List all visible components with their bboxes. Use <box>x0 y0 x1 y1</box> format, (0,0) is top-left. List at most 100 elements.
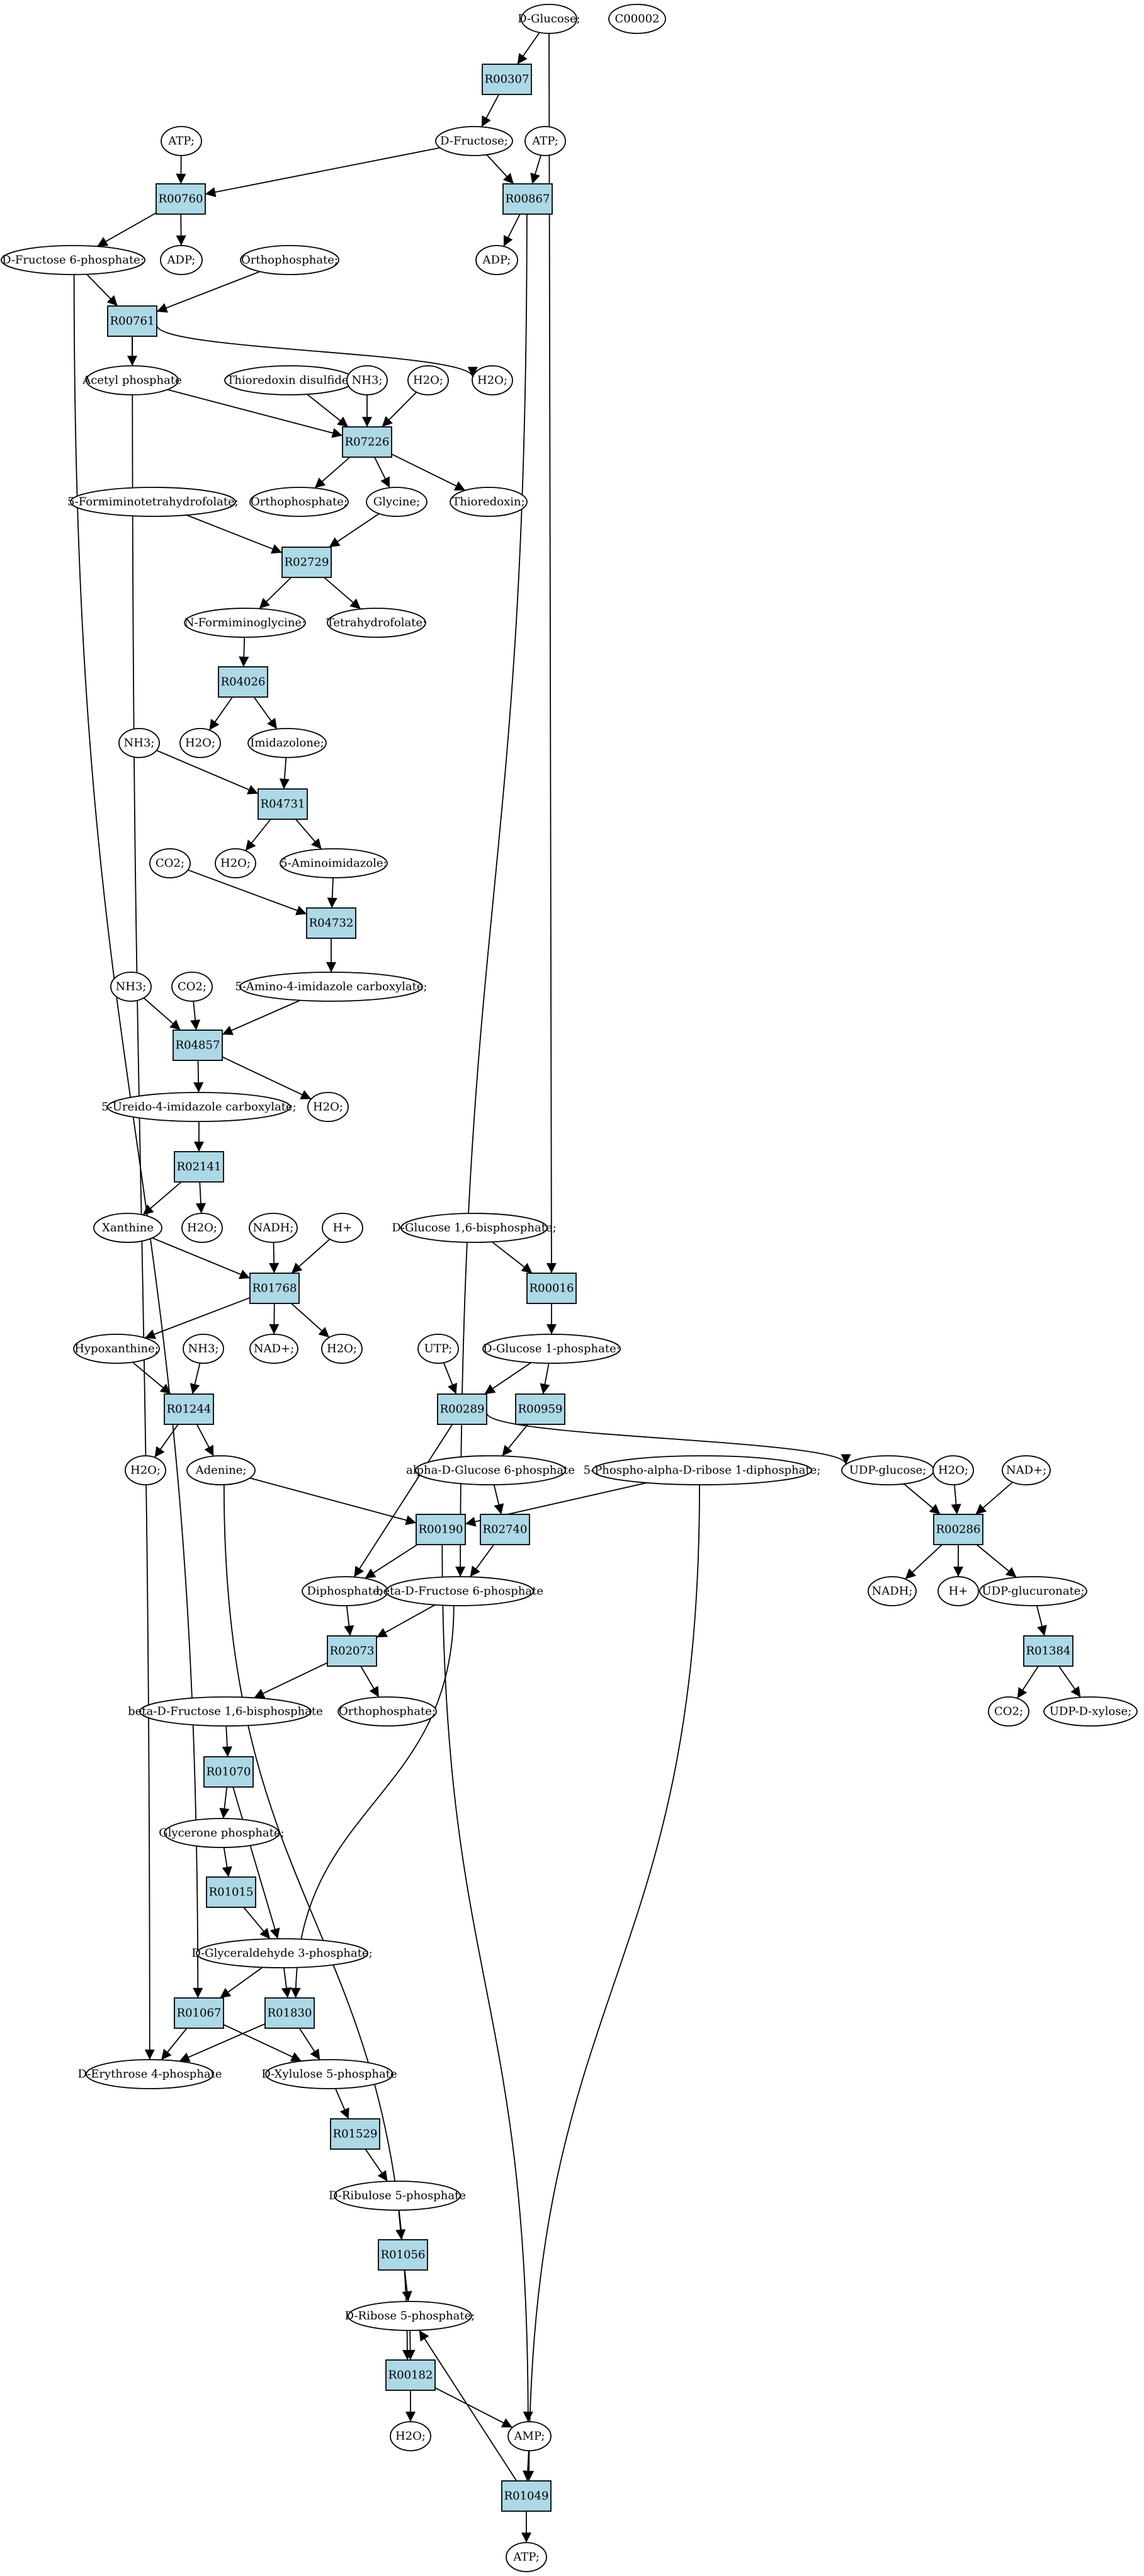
compound-node-c_h2o6[interactable]: H2O; <box>181 1213 223 1243</box>
reaction-node-r_r04731[interactable]: R04731 <box>258 788 308 820</box>
compound-node-c_5fthf[interactable]: 5-Formiminotetrahydrofolate; <box>67 487 239 517</box>
compound-node-c_r5p[interactable]: D-Ribose 5-phosphate; <box>345 2301 475 2331</box>
compound-node-c_5aminoimid[interactable]: 5-Aminoimidazole; <box>280 848 388 878</box>
compound-node-c_co2_3[interactable]: CO2; <box>988 1696 1029 1727</box>
compound-node-c_glyceronep[interactable]: Glycerone phosphate; <box>159 1818 285 1848</box>
compound-node-c_nadh1[interactable]: NADH; <box>249 1213 298 1243</box>
compound-node-c_e4p[interactable]: D-Erythrose 4-phosphate <box>77 2059 222 2089</box>
reaction-node-r_r00289[interactable]: R00289 <box>437 1393 487 1425</box>
reaction-node-r_r02141[interactable]: R02141 <box>174 1151 224 1183</box>
compound-node-c_hplus2[interactable]: H+ <box>937 1576 979 1606</box>
reaction-node-r_r00761[interactable]: R00761 <box>107 305 157 337</box>
compound-node-c_co2_2[interactable]: CO2; <box>171 972 213 1002</box>
reaction-node-r_r04732[interactable]: R04732 <box>306 907 356 939</box>
compound-node-c_co2_1[interactable]: CO2; <box>149 848 191 878</box>
reaction-node-r_r04026[interactable]: R04026 <box>218 666 268 698</box>
compound-node-c_xanthine[interactable]: Xanthine <box>93 1213 162 1243</box>
compound-node-c_h2o7[interactable]: H2O; <box>321 1334 363 1364</box>
compound-node-c_imidazolone[interactable]: Imidazolone; <box>247 728 327 758</box>
compound-node-c_g3p[interactable]: D-Glyceraldehyde 3-phosphate; <box>191 1938 373 1968</box>
compound-node-c_ru5p[interactable]: D-Ribulose 5-phosphate <box>329 2181 466 2211</box>
reaction-node-r_r02073[interactable]: R02073 <box>327 1635 377 1667</box>
node-label: NADH; <box>872 1585 913 1598</box>
compound-node-c_atp1[interactable]: ATP; <box>161 126 202 156</box>
compound-node-c_nh3_3[interactable]: NH3; <box>110 972 152 1002</box>
reaction-node-r_r00959[interactable]: R00959 <box>515 1393 565 1425</box>
compound-node-c_nadplus1[interactable]: NAD+; <box>249 1334 298 1364</box>
compound-node-c_nadplus2[interactable]: NAD+; <box>1002 1455 1051 1485</box>
reaction-node-r_r01244[interactable]: R01244 <box>164 1393 214 1425</box>
compound-node-c_h2o8[interactable]: H2O; <box>125 1455 166 1485</box>
compound-node-c_dglucose[interactable]: D-Glucose; <box>518 4 580 34</box>
compound-node-c_5u4icarb[interactable]: 5-Ureido-4-imidazole carboxylate; <box>101 1092 297 1122</box>
compound-node-c_ortho3[interactable]: Orthophosphate; <box>337 1696 437 1727</box>
reaction-node-r_r01015[interactable]: R01015 <box>206 1876 256 1908</box>
compound-node-c_nh3_4[interactable]: NH3; <box>183 1334 224 1364</box>
reaction-node-r_r00016[interactable]: R00016 <box>526 1273 577 1304</box>
compound-node-c_amp[interactable]: AMP; <box>507 2421 552 2451</box>
compound-node-c_glycine[interactable]: Glycine; <box>366 487 428 517</box>
compound-node-c_dfructose[interactable]: D-Fructose; <box>435 126 513 156</box>
compound-node-c_h2o9[interactable]: H2O; <box>932 1455 974 1485</box>
compound-node-c_h2o10[interactable]: H2O; <box>390 2421 431 2451</box>
reaction-node-r_r04857[interactable]: R04857 <box>173 1030 223 1061</box>
reaction-node-r_r01070[interactable]: R01070 <box>203 1756 254 1788</box>
compound-node-c_c00002[interactable]: C00002 <box>608 4 666 34</box>
compound-node-c_udpglucose[interactable]: UDP-glucose; <box>841 1455 934 1485</box>
compound-node-c_ortho2[interactable]: Orthophosphate; <box>249 487 349 517</box>
compound-node-c_g1p[interactable]: D-Glucose 1-phosphate; <box>482 1334 621 1364</box>
compound-node-c_hypoxanthine[interactable]: Hypoxanthine; <box>73 1334 160 1364</box>
reaction-node-r_r00286[interactable]: R00286 <box>933 1514 983 1545</box>
compound-node-c_nformgly[interactable]: N-Formiminoglycine; <box>184 608 306 638</box>
compound-node-c_atp3[interactable]: ATP; <box>506 2542 547 2572</box>
compound-node-c_atp2[interactable]: ATP; <box>524 126 566 156</box>
reaction-node-r_r00190[interactable]: R00190 <box>416 1514 466 1545</box>
reaction-node-r_r01067[interactable]: R01067 <box>174 1997 224 2029</box>
edge-c_g1p-to-r_r00289 <box>484 1362 532 1395</box>
compound-node-c_acetylp[interactable]: Acetyl phosphate <box>82 365 182 395</box>
compound-node-c_thf[interactable]: Tetrahydrofolate; <box>327 608 427 638</box>
compound-node-c_h2o4[interactable]: H2O; <box>215 848 256 878</box>
compound-node-c_adp2[interactable]: ADP; <box>475 245 518 275</box>
compound-node-c_h2o3[interactable]: H2O; <box>179 728 221 758</box>
compound-node-c_prpp[interactable]: 5-Phospho-alpha-D-ribose 1-diphosphate; <box>584 1455 821 1485</box>
reaction-node-r_r07226[interactable]: R07226 <box>342 426 392 458</box>
reaction-node-r_r01529[interactable]: R01529 <box>330 2118 380 2150</box>
reaction-node-r_r00867[interactable]: R00867 <box>502 183 553 215</box>
compound-node-c_bf6p[interactable]: beta-D-Fructose 6-phosphate <box>376 1576 543 1606</box>
compound-node-c_udpglucuronate[interactable]: UDP-glucuronate; <box>979 1576 1087 1606</box>
compound-node-c_thioredoxin[interactable]: Thioredoxin; <box>450 487 528 517</box>
compound-node-c_adp1[interactable]: ADP; <box>160 245 203 275</box>
reaction-node-r_r01056[interactable]: R01056 <box>378 2239 428 2271</box>
reaction-node-r_r01768[interactable]: R01768 <box>249 1273 300 1304</box>
compound-node-c_nh3_2[interactable]: NH3; <box>118 728 160 758</box>
reaction-box <box>107 305 157 337</box>
compound-node-c_adenine[interactable]: Adenine; <box>186 1455 256 1485</box>
compound-node-c_diphosphate[interactable]: Diphosphate; <box>302 1576 388 1606</box>
compound-node-c_5a4icarb[interactable]: 5-Amino-4-imidazole carboxylate; <box>235 972 428 1002</box>
compound-node-c_h2o2[interactable]: H2O; <box>407 365 449 395</box>
compound-node-c_utp[interactable]: UTP; <box>417 1334 459 1364</box>
reaction-node-r_r02729[interactable]: R02729 <box>281 547 332 578</box>
compound-node-c_thiodisulf[interactable]: Thioredoxin disulfide; <box>224 365 355 395</box>
compound-node-c_nh3_1[interactable]: NH3; <box>346 365 388 395</box>
reaction-node-r_r02740[interactable]: R02740 <box>480 1514 530 1545</box>
reaction-node-r_r00760[interactable]: R00760 <box>156 183 206 215</box>
compound-node-c_bf16bp[interactable]: beta-D-Fructose 1,6-bisphosphate <box>128 1696 323 1727</box>
compound-node-c_f6p[interactable]: D-Fructose 6-phosphate; <box>1 245 145 275</box>
compound-node-c_h2o1[interactable]: H2O; <box>472 365 513 395</box>
compound-node-c_x5p[interactable]: D-Xylulose 5-phosphate <box>261 2059 397 2089</box>
compound-node-c_g16bp[interactable]: D-Glucose 1,6-bisphosphate; <box>392 1213 557 1243</box>
compound-node-c_nadh2[interactable]: NADH; <box>868 1576 917 1606</box>
compound-node-c_ag6p[interactable]: alpha-D-Glucose 6-phosphate <box>406 1455 575 1485</box>
compound-ellipse <box>366 487 428 517</box>
compound-node-c_udpxylose[interactable]: UDP-D-xylose; <box>1043 1696 1138 1727</box>
reaction-node-r_r00307[interactable]: R00307 <box>482 64 532 95</box>
reaction-node-r_r01384[interactable]: R01384 <box>1023 1635 1073 1667</box>
compound-node-c_ortho1[interactable]: Orthophosphate; <box>240 245 339 275</box>
reaction-node-r_r01049[interactable]: R01049 <box>501 2480 552 2512</box>
compound-node-c_hplus1[interactable]: H+ <box>322 1213 363 1243</box>
reaction-node-r_r00182[interactable]: R00182 <box>385 2359 436 2391</box>
reaction-node-r_r01830[interactable]: R01830 <box>264 1997 315 2029</box>
compound-node-c_h2o5[interactable]: H2O; <box>307 1092 349 1122</box>
